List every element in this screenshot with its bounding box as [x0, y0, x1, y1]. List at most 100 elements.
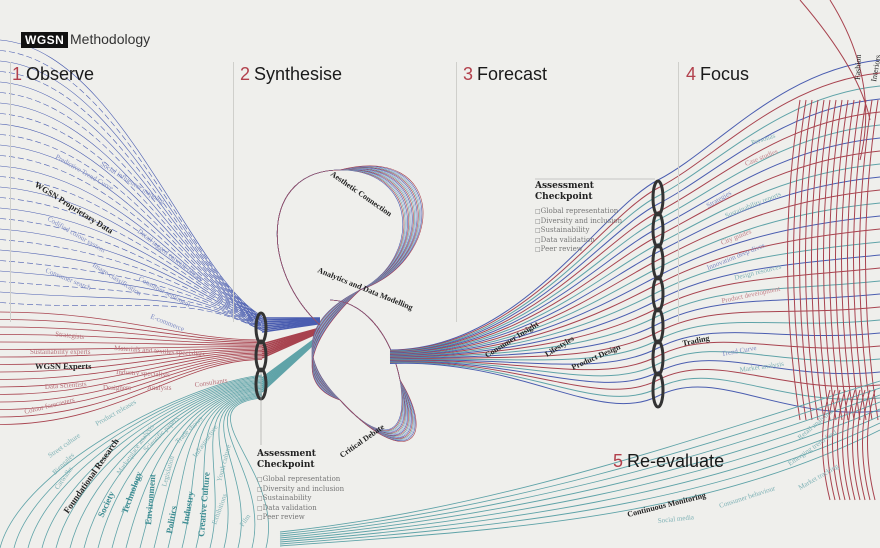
grid-line — [847, 389, 856, 501]
research-line — [223, 395, 263, 548]
funnel-line — [261, 330, 321, 357]
label-politics: Politics — [164, 505, 179, 535]
monitoring-line — [279, 387, 880, 535]
grid-line — [832, 389, 841, 501]
label-interiors: Interiors — [869, 54, 880, 82]
label-trend-curve: Trend Curve — [721, 344, 757, 358]
funnel-line — [261, 327, 321, 347]
forecast-line — [389, 306, 880, 360]
proprietary-line — [0, 302, 263, 332]
funnel-line — [261, 330, 321, 355]
research-line — [125, 385, 263, 548]
research-line — [13, 375, 263, 548]
label-critical-debate: Critical Debate — [338, 422, 386, 460]
label-market-analysis: Market analysis — [739, 360, 784, 374]
checkpoint-ring-icon — [651, 243, 665, 281]
research-line — [181, 390, 263, 548]
proprietary-line — [0, 239, 263, 328]
divider — [10, 62, 11, 322]
funnel-line — [261, 322, 321, 333]
grid-line — [862, 389, 871, 501]
funnel-line — [261, 318, 321, 323]
funnel-line — [261, 318, 321, 321]
knot-line — [276, 165, 424, 442]
research-line — [41, 378, 263, 548]
research-line — [139, 386, 263, 548]
label-exhibitions: Exhibitions — [210, 492, 229, 525]
checkpoint-item: Data validation — [257, 504, 344, 514]
label-predictive-trend: Predictive Trend Curve — [54, 153, 115, 193]
proprietary-line — [0, 134, 263, 322]
label-fashion: Fashion — [853, 54, 863, 80]
forecast-line — [389, 163, 880, 355]
grid-line — [852, 389, 861, 501]
checkpoint-ring-icon — [651, 179, 665, 217]
funnel-line — [261, 322, 321, 331]
grid-line — [842, 389, 851, 501]
label-strategists: Strategists — [55, 330, 85, 341]
grid-line — [835, 99, 849, 421]
funnel-line — [261, 319, 321, 325]
label-strategies: Strategies — [705, 189, 733, 210]
monitoring-line — [279, 422, 880, 545]
forecast-line — [389, 362, 880, 400]
expert-line — [0, 346, 263, 350]
label-colour-forecasters: Colour forecasters — [24, 396, 76, 416]
divider — [456, 62, 457, 322]
grid-line — [805, 99, 819, 421]
grid-line — [857, 389, 866, 501]
checkpoint-item: Sustainability — [257, 494, 344, 504]
research-line — [69, 380, 263, 548]
label-youth-culture: Youth culture — [215, 444, 233, 483]
label-social-media: Social media — [657, 513, 695, 525]
grid-line — [837, 389, 846, 501]
funnel-line — [261, 329, 321, 353]
grid-line — [827, 389, 836, 501]
expert-line — [0, 347, 263, 358]
forecast-line — [389, 341, 880, 371]
label-trading: Trading — [682, 333, 711, 348]
monitoring-line — [279, 415, 880, 543]
research-line — [27, 377, 263, 548]
label-consumer-sentiment: Consumer sentiment — [137, 275, 192, 309]
funnel-line — [261, 327, 321, 345]
checkpoint-item: Global representation — [257, 475, 344, 485]
divider — [678, 62, 679, 322]
grid-line — [829, 99, 843, 421]
proprietary-line — [0, 186, 263, 325]
monitoring-line — [279, 401, 880, 539]
proprietary-line — [0, 249, 263, 329]
research-line — [153, 387, 263, 548]
forecast-line — [389, 189, 880, 356]
expert-line — [0, 351, 263, 380]
forecast-line — [389, 362, 880, 413]
forecast-line — [389, 351, 880, 377]
label-film: Film — [238, 512, 252, 528]
grid-line — [799, 0, 871, 121]
checkpoint-ring-icon — [651, 211, 665, 249]
expert-line — [0, 352, 263, 388]
research-line — [209, 392, 263, 548]
grid-line — [829, 0, 867, 161]
flow-labels: Social influencer mapping Predictive Tre… — [24, 54, 880, 537]
expert-line — [0, 359, 263, 425]
research-line — [195, 391, 263, 548]
research-line — [97, 383, 263, 548]
grid-line — [853, 99, 867, 421]
proprietary-line — [0, 60, 263, 318]
checkpoint-item: Peer review — [535, 245, 622, 255]
forecast-line — [389, 111, 880, 353]
grid-line — [865, 99, 879, 421]
label-emerging-trend-feed: Emerging trend feed — [787, 428, 839, 468]
expert-line — [0, 341, 263, 346]
checkpoint-ring-icon — [651, 339, 665, 377]
grid-line — [817, 99, 831, 421]
forecast-line — [389, 293, 880, 360]
checkpoint-item: Global representation — [535, 207, 622, 217]
proprietary-line — [0, 281, 263, 331]
proprietary-line — [0, 228, 263, 328]
label-environment: Environment — [143, 474, 157, 526]
monitoring-line — [279, 429, 880, 547]
